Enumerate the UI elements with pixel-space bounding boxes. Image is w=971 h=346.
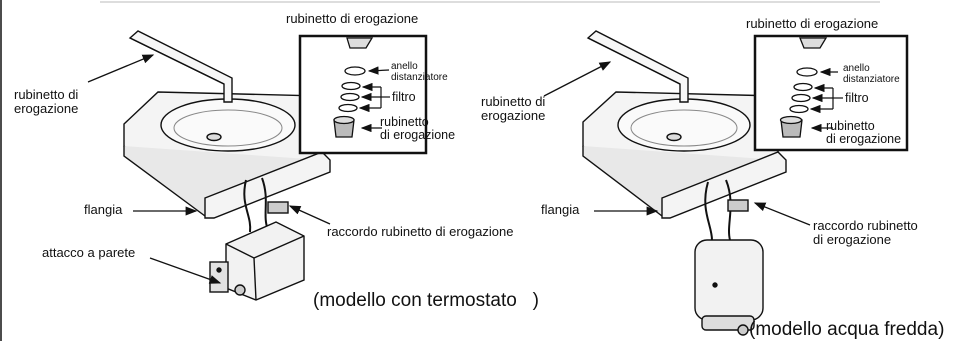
left-fitting-connector [267,201,289,214]
right-fitting-arrow [753,202,811,226]
right-flange-label: flangia [541,202,580,217]
right-inset-filter-label: filtro [845,91,869,105]
left-wall-bracket [209,261,229,293]
left-fitting-arrow [288,205,331,225]
left-inset-ring [344,66,366,76]
right-inset-washer-3 [789,104,809,114]
right-hose-1 [704,181,713,241]
right-bowl [617,98,751,152]
left-bowl [160,98,296,152]
left-spout-arm [128,30,233,103]
right-drain [666,132,682,142]
left-bowl-inner [173,109,283,147]
right-inset-washer-2 [791,93,811,103]
right-flange [661,151,787,219]
left-hose-1 [243,179,252,233]
left-inset-spout-icon [346,37,374,49]
left-flange-label: flangia [84,202,123,217]
right-fitting-connector [727,199,749,212]
left-wall-mount-label: attacco a parete [42,245,136,260]
left-inset-aerator-label: rubinetto di erogazione [380,115,456,143]
right-bowl-inner [630,109,738,147]
right-spout-label: rubinetto di erogazione [481,94,546,123]
right-fitting-label: raccordo rubinetto di erogazione [813,218,918,247]
right-inset-spout-icon [799,37,828,49]
right-spout-arm [586,30,689,103]
left-drain [206,132,222,142]
right-inset-ring [796,67,818,77]
left-illustration [123,30,331,301]
left-spout-label: rubinetto di erogazione [14,87,79,116]
left-spout-arrow [87,54,155,83]
right-inset-aerator-label: rubinetto di erogazione [826,119,902,147]
right-illustration [582,30,787,336]
right-inset-box [753,34,909,152]
left-wall-arrow [149,257,222,284]
left-inset-washer-1 [341,81,361,91]
right-control-unit [694,239,764,321]
right-hose-2 [725,179,732,241]
right-inset-washer-1 [793,82,813,92]
right-inset-title: rubinetto di erogazione [746,16,879,31]
right-spout-arrow [543,61,612,97]
left-inset-filter-label: filtro [392,90,416,104]
left-inset-washer-2 [340,92,360,102]
left-inset-parts [333,37,374,138]
left-inset-washer-3 [338,103,358,113]
left-inset-title: rubinetto di erogazione [286,11,419,26]
right-inset-parts [779,37,828,138]
left-inset-spacer-label: anello distanziatore [391,61,448,83]
left-fitting-label: raccordo rubinetto di erogazione [327,224,514,239]
right-inset-spacer-label: anello distanziatore [843,63,900,85]
left-caption: (modello con termostato ) [313,290,539,311]
right-caption: (modello acqua fredda) [749,319,945,340]
